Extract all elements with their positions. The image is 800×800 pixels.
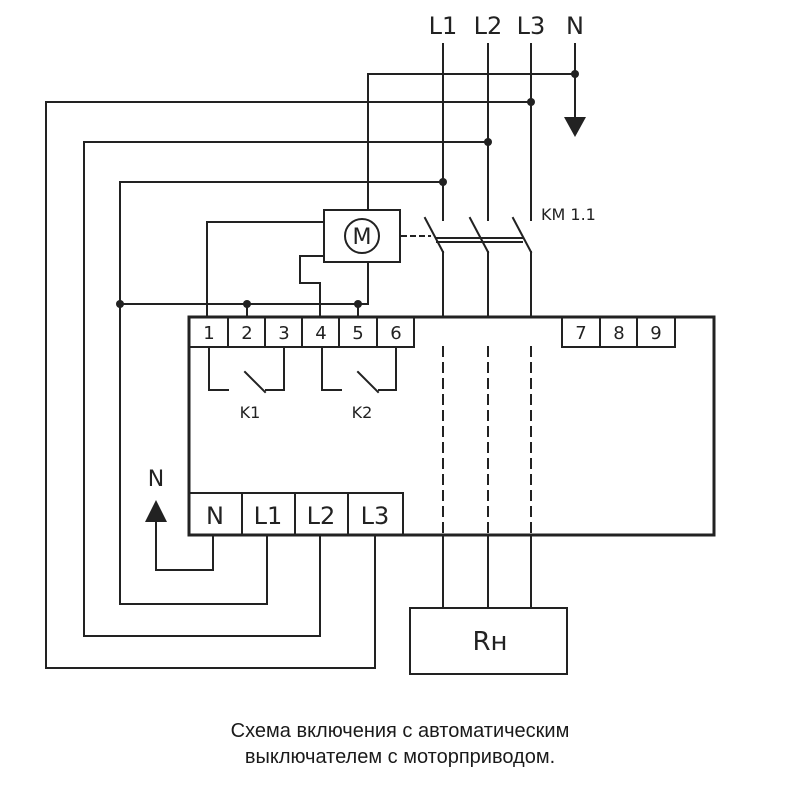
neutral-down-arrow-icon xyxy=(564,117,586,137)
supply-label-n: N xyxy=(566,12,584,40)
bottom-terminal-l1: L1 xyxy=(254,502,283,530)
feeder-wire-l1 xyxy=(119,181,444,605)
terminal-9: 9 xyxy=(650,323,661,344)
caption-line-1: Схема включения с автоматическим xyxy=(230,720,570,742)
neutral-up-arrow-icon xyxy=(145,500,167,522)
bottom-terminal-strip xyxy=(188,492,404,536)
relay-contact-k1 xyxy=(208,346,285,394)
feeder-wire-n xyxy=(45,101,532,669)
bottom-terminal-l3: L3 xyxy=(361,502,390,530)
breaker-contact-l1 xyxy=(423,216,445,254)
contact-k1-label: K1 xyxy=(240,403,261,422)
terminal-5: 5 xyxy=(352,323,363,344)
supply-label-l2: L2 xyxy=(474,12,503,40)
bottom-terminal-l2: L2 xyxy=(307,502,336,530)
breaker-switch-label: KM 1.1 xyxy=(541,205,596,224)
terminal1-wire xyxy=(119,261,369,305)
neutral-marker-wire xyxy=(155,521,214,571)
terminal-4: 4 xyxy=(315,323,326,344)
terminal-6: 6 xyxy=(390,323,401,344)
relay-contact-k2 xyxy=(321,346,397,394)
phase-lines-through-relay xyxy=(442,346,532,536)
relay-body xyxy=(187,315,716,537)
motor-left-wire xyxy=(206,221,325,318)
terminal-3: 3 xyxy=(278,323,289,344)
supply-label-l3: L3 xyxy=(517,12,546,40)
neutral-marker-label: N xyxy=(148,467,164,492)
supply-label-l1: L1 xyxy=(429,12,458,40)
feeder-wire-l2 xyxy=(83,141,489,637)
motor-box xyxy=(323,209,401,263)
terminal-1: 1 xyxy=(203,323,214,344)
junction-dots xyxy=(116,70,579,308)
load-box xyxy=(409,607,568,675)
breaker-contact-l3 xyxy=(511,216,533,254)
motor-label: M xyxy=(353,225,372,250)
bottom-terminal-n: N xyxy=(206,502,224,530)
motor-circle xyxy=(344,218,380,254)
load-label: Rн xyxy=(472,627,507,657)
contact-k2-label: K2 xyxy=(352,403,373,422)
caption-line-2: выключателем с моторприводом. xyxy=(244,746,556,768)
motor-supply-wire xyxy=(367,73,576,211)
terminal-7: 7 xyxy=(575,323,586,344)
terminal-8: 8 xyxy=(613,323,624,344)
diagram-caption: Схема включения с автоматическим выключа… xyxy=(0,718,800,770)
right-terminal-strip xyxy=(561,316,676,348)
top-terminal-strip xyxy=(188,316,415,348)
motor-return-wire xyxy=(299,255,325,318)
terminal-2: 2 xyxy=(241,323,252,344)
breaker-contact-l2 xyxy=(468,216,490,254)
